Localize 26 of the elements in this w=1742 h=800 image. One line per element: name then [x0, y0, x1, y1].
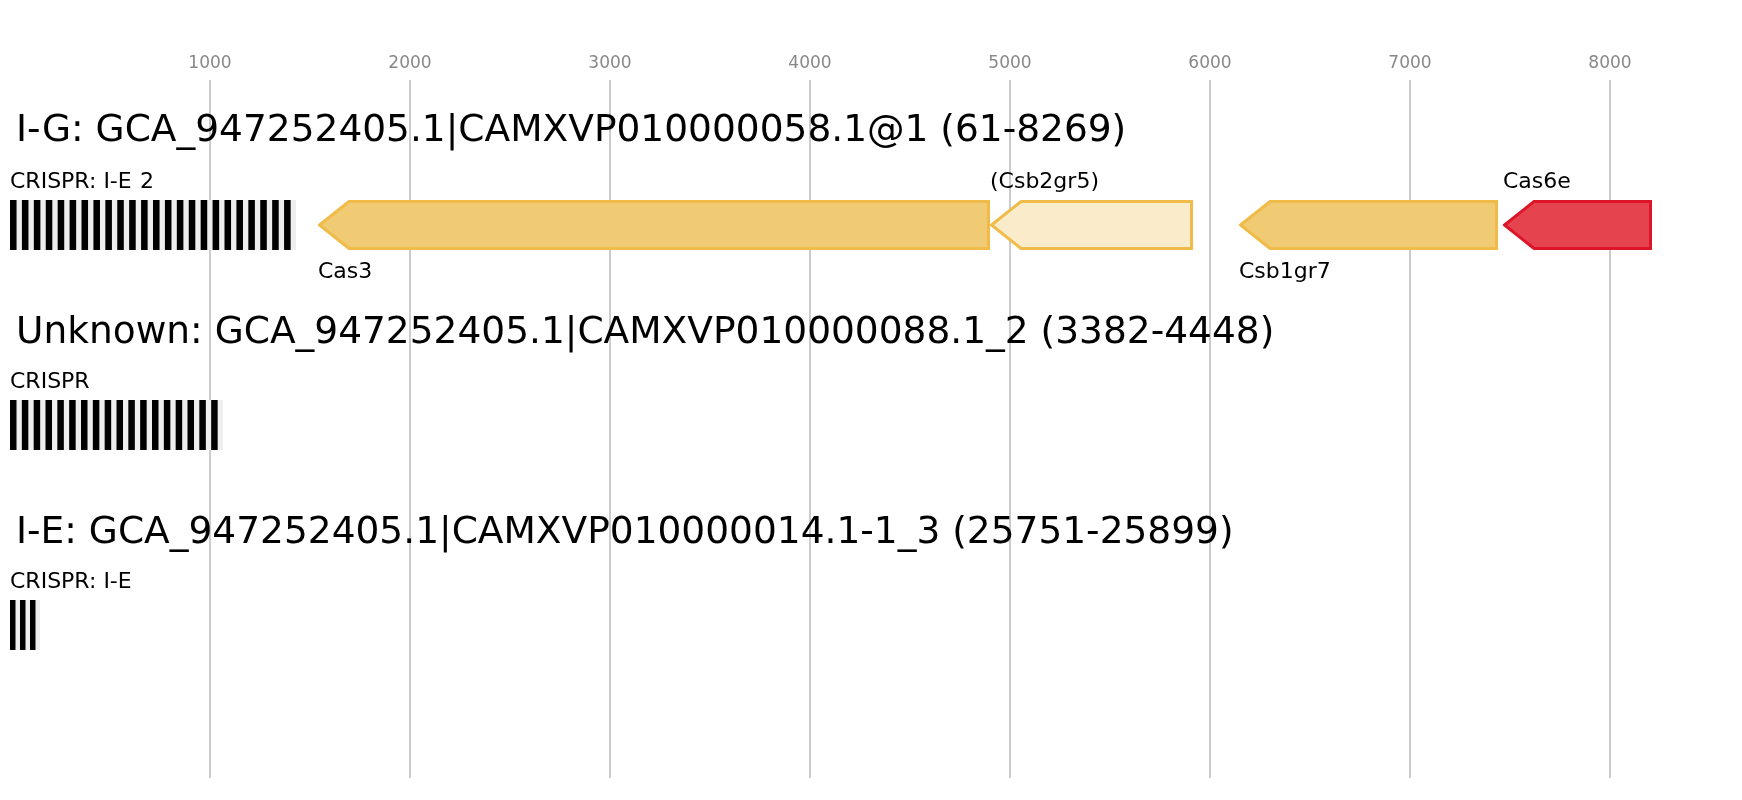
axis-tick-label: 8000	[1588, 52, 1632, 72]
gene-label: Cas3	[318, 258, 373, 283]
array-label: CRISPR: I-E	[10, 168, 132, 193]
axis-tick-label: 3000	[588, 52, 632, 72]
axis-tick-label: 4000	[788, 52, 832, 72]
track-title: I-E: GCA_947252405.1|CAMXVP010000014.1-1_3 (25751-25899)	[16, 508, 1234, 552]
gene-feature	[1503, 200, 1652, 250]
gene-label: Csb1gr7	[1239, 258, 1331, 283]
count-label: 2	[140, 168, 154, 193]
track-title: Unknown: GCA_947252405.1|CAMXVP010000088.1_2 (3382-4448)	[16, 308, 1275, 352]
array-label: CRISPR	[10, 368, 90, 393]
axis-tick-label: 6000	[1188, 52, 1232, 72]
track-title: I-G: GCA_947252405.1|CAMXVP010000058.1@1 (61-8269)	[16, 106, 1127, 150]
gene-feature	[990, 200, 1193, 250]
axis-tick-label: 5000	[988, 52, 1032, 72]
array-label: CRISPR: I-E	[10, 568, 132, 593]
gene-feature	[318, 200, 990, 250]
gene-feature	[1239, 200, 1498, 250]
crispr-array	[10, 200, 296, 250]
crispr-array	[10, 600, 40, 650]
axis-tick-label: 1000	[188, 52, 232, 72]
axis-tick-label: 7000	[1388, 52, 1432, 72]
gene-label: Cas6e	[1503, 168, 1571, 193]
crispr-array	[10, 400, 223, 450]
gene-label: (Csb2gr5)	[990, 168, 1099, 193]
axis-tick-label: 2000	[388, 52, 432, 72]
